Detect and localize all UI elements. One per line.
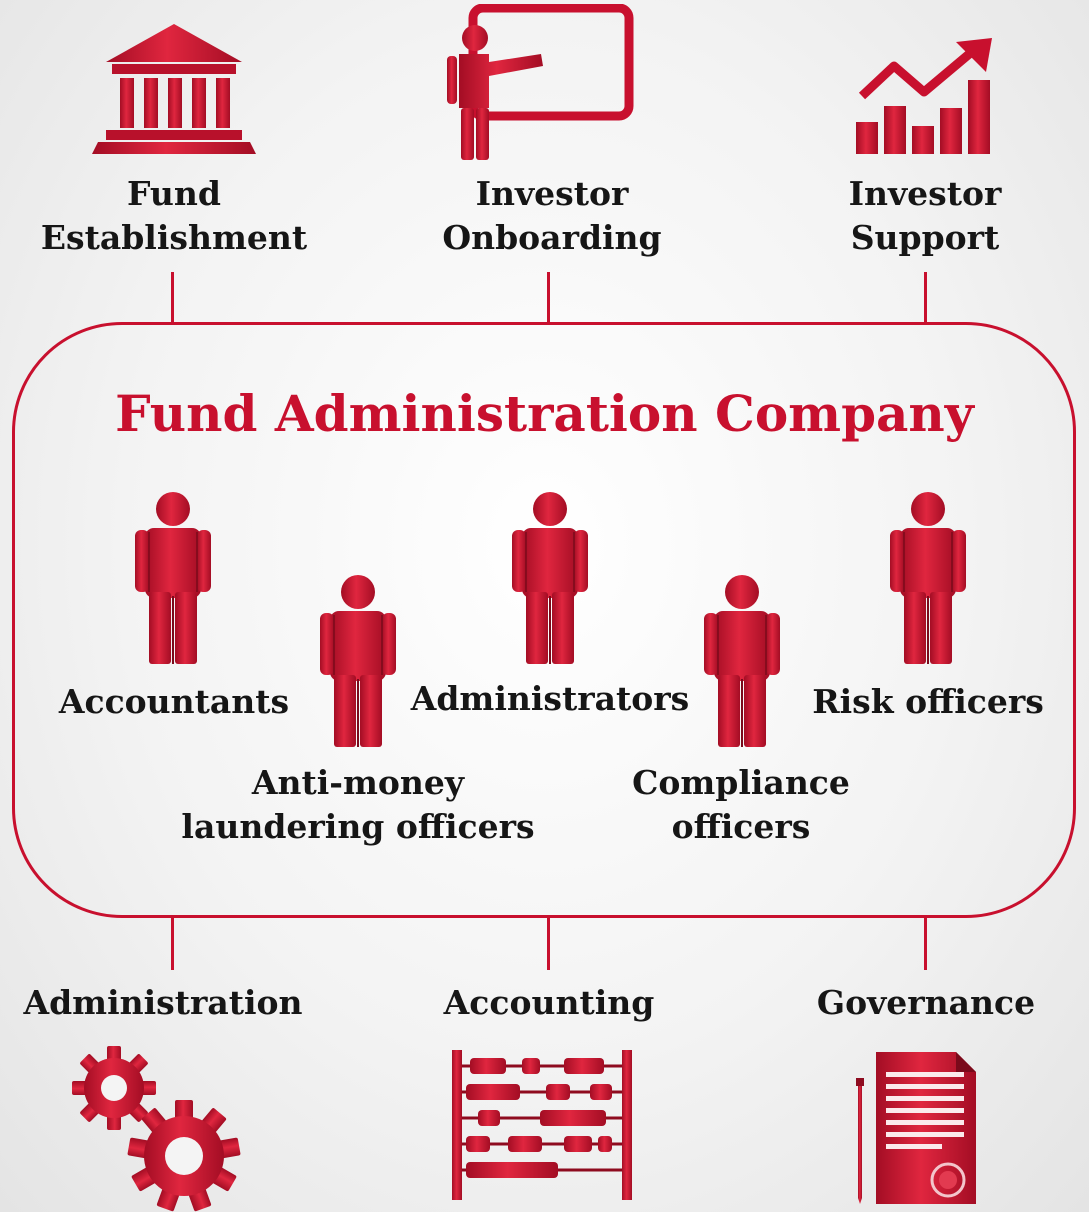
service-label-fund-establishment: Fund Establishment bbox=[40, 174, 308, 257]
role-label-administrators: Administrators bbox=[410, 679, 690, 718]
service-label-administration: Administration bbox=[23, 983, 303, 1022]
connector-line bbox=[171, 918, 174, 970]
connector-line bbox=[547, 918, 550, 970]
service-label-governance: Governance bbox=[816, 983, 1036, 1022]
service-label-investor-onboarding: Investor Onboarding bbox=[442, 174, 662, 257]
role-label-aml-officers: Anti-money laundering officers bbox=[181, 763, 535, 846]
person-icon bbox=[318, 575, 398, 747]
bank-building-icon bbox=[92, 22, 257, 157]
abacus-icon bbox=[448, 1046, 636, 1204]
service-label-investor-support: Investor Support bbox=[848, 174, 1002, 257]
presenter-board-icon bbox=[445, 4, 635, 164]
document-pen-icon bbox=[850, 1048, 982, 1208]
connector-line bbox=[924, 918, 927, 970]
connector-line bbox=[171, 272, 174, 324]
person-icon bbox=[510, 492, 590, 664]
service-label-accounting: Accounting bbox=[443, 983, 655, 1022]
company-title: Fund Administration Company bbox=[115, 384, 974, 443]
person-icon bbox=[888, 492, 968, 664]
gears-icon bbox=[70, 1044, 242, 1212]
role-label-accountants: Accountants bbox=[58, 682, 290, 721]
connector-line bbox=[924, 272, 927, 324]
company-panel bbox=[12, 322, 1076, 918]
role-label-risk-officers: Risk officers bbox=[812, 682, 1044, 721]
role-label-compliance-officers: Compliance officers bbox=[632, 763, 850, 846]
connector-line bbox=[547, 272, 550, 324]
growth-chart-icon bbox=[852, 36, 998, 158]
person-icon bbox=[133, 492, 213, 664]
person-icon bbox=[702, 575, 782, 747]
